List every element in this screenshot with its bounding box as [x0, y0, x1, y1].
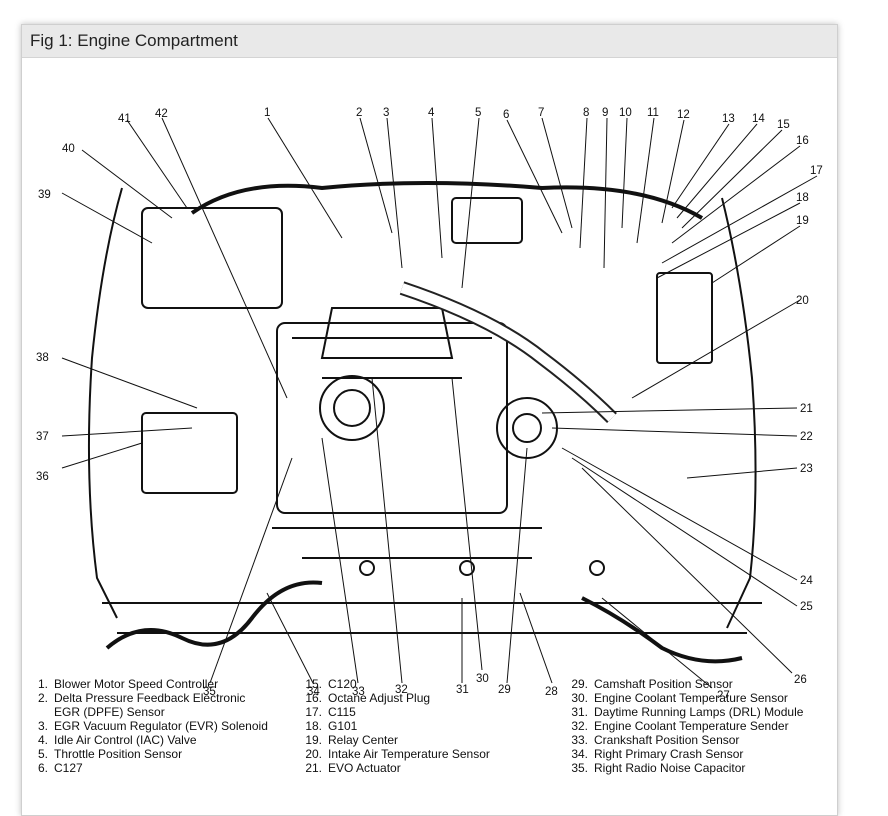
legend-row: 31.Daytime Running Lamps (DRL) Module [571, 705, 804, 719]
legend-row: 1.Blower Motor Speed Controller [37, 677, 219, 691]
callout-10: 10 [619, 107, 632, 119]
wiring-harness-top [190, 181, 704, 220]
legend-column-1: 1.Blower Motor Speed Controller 2.Delta … [26, 677, 268, 775]
callout-20: 20 [796, 295, 809, 307]
radiator-support [102, 602, 762, 634]
legend-row: 5.Throttle Position Sensor [37, 747, 183, 761]
legend-row: 35.Right Radio Noise Capacitor [571, 761, 746, 775]
callout-3: 3 [383, 107, 389, 119]
callout-6: 6 [503, 109, 509, 121]
figure-title: Fig 1: Engine Compartment [30, 31, 238, 50]
callout-12: 12 [677, 109, 690, 121]
legend-row: EGR (DPFE) Sensor [54, 705, 165, 719]
callout-9: 9 [602, 107, 608, 119]
intake-manifold [292, 307, 492, 379]
legend-row: 21.EVO Actuator [305, 761, 401, 775]
legend-row: 33.Crankshaft Position Sensor [571, 733, 740, 747]
engine-compartment-diagram: 1 2 3 4 5 6 7 8 9 10 11 12 13 14 15 16 1… [36, 107, 823, 698]
callout-39: 39 [38, 189, 51, 201]
callout-30: 30 [476, 673, 489, 685]
relay-center-box [656, 272, 713, 364]
callout-leaders [61, 117, 818, 689]
wiring-harness-left [105, 580, 323, 650]
legend-row: 18.G101 [305, 719, 358, 733]
callout-33: 33 [352, 686, 365, 698]
callout-14: 14 [752, 113, 765, 125]
callout-23: 23 [800, 463, 813, 475]
callout-5: 5 [475, 107, 481, 119]
callout-40: 40 [62, 143, 75, 155]
legend-row: 15.C120 [305, 677, 357, 691]
callout-19: 19 [796, 215, 809, 227]
legend-row: 4.Idle Air Control (IAC) Valve [37, 733, 197, 747]
callout-numbers: 1 2 3 4 5 6 7 8 9 10 11 12 13 14 15 16 1… [36, 107, 823, 698]
left-fender-outline [87, 187, 123, 619]
callout-21: 21 [800, 403, 813, 415]
legend-row: 30.Engine Coolant Temperature Sensor [571, 691, 788, 705]
callout-22: 22 [800, 431, 813, 443]
callout-31: 31 [456, 684, 469, 696]
legend-row: 17.C115 [305, 705, 356, 719]
firewall-box [451, 197, 523, 244]
callout-16: 16 [796, 135, 809, 147]
figure-title-bar: Fig 1: Engine Compartment [22, 25, 837, 58]
callout-13: 13 [722, 113, 735, 125]
callout-32: 32 [395, 684, 408, 696]
callout-34: 34 [307, 686, 320, 698]
wiring-harness-right [581, 596, 743, 664]
callout-15: 15 [777, 119, 790, 131]
legend-row: 3.EGR Vacuum Regulator (EVR) Solenoid [37, 719, 268, 733]
callout-25: 25 [800, 601, 813, 613]
callout-4: 4 [428, 107, 435, 119]
legend-row: 34.Right Primary Crash Sensor [571, 747, 744, 761]
engine-block [276, 322, 508, 514]
legend-row: 20.Intake Air Temperature Sensor [305, 747, 490, 761]
callout-27: 27 [717, 690, 730, 698]
legend-row: 32.Engine Coolant Temperature Sender [571, 719, 789, 733]
callout-17: 17 [810, 165, 823, 177]
callout-36: 36 [36, 471, 49, 483]
callout-7: 7 [538, 107, 544, 119]
callout-24: 24 [800, 575, 813, 587]
callout-41: 41 [118, 113, 131, 125]
cowl-panel [141, 207, 283, 309]
callout-18: 18 [796, 192, 809, 204]
callout-38: 38 [36, 352, 49, 364]
legend-column-3: 29.Camshaft Position Sensor 30.Engine Co… [566, 677, 803, 775]
callout-26: 26 [794, 674, 807, 686]
legend-row: 2.Delta Pressure Feedback Electronic [37, 691, 246, 705]
legend-column-2: 15.C120 16.Octane Adjust Plug 17.C115 18… [300, 677, 490, 775]
callout-29: 29 [498, 684, 511, 696]
callout-2: 2 [356, 107, 362, 119]
callout-42: 42 [155, 108, 168, 120]
battery-area [141, 412, 238, 494]
legend-row: 29.Camshaft Position Sensor [571, 677, 733, 691]
callout-11: 11 [647, 107, 659, 119]
right-fender-outline [721, 197, 757, 629]
figure-frame: Fig 1: Engine Compartment [21, 24, 838, 816]
alternator-pulley [319, 375, 385, 441]
callout-37: 37 [36, 431, 49, 443]
legend-row: 6.C127 [37, 761, 83, 775]
callout-28: 28 [545, 686, 558, 698]
callout-1: 1 [264, 107, 270, 119]
callout-8: 8 [583, 107, 589, 119]
legend-row: 19.Relay Center [305, 733, 399, 747]
callout-35: 35 [203, 686, 216, 698]
legend-row: 16.Octane Adjust Plug [305, 691, 431, 705]
